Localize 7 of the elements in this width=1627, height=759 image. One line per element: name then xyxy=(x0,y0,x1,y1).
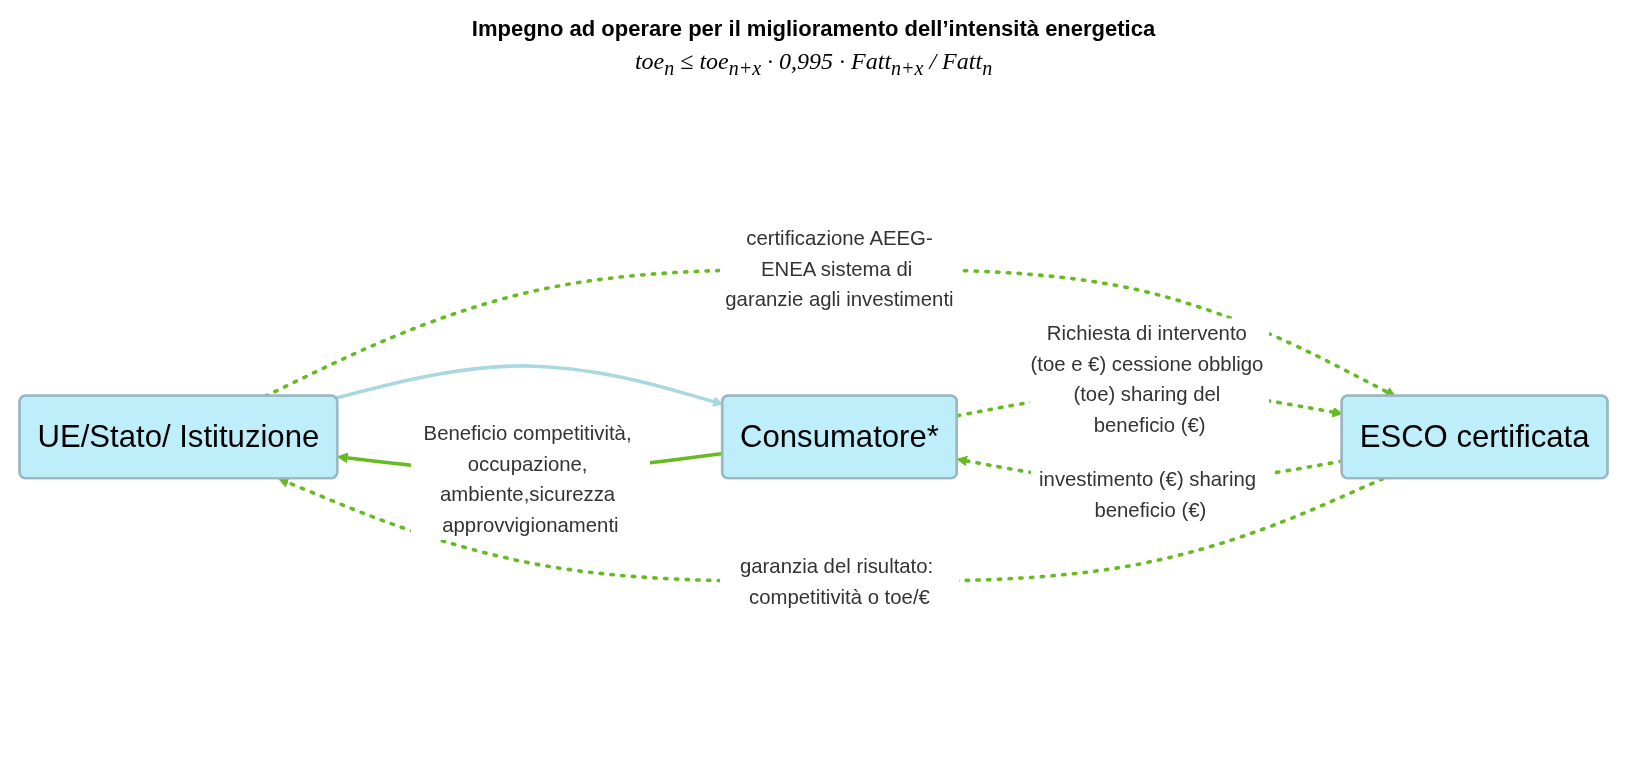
formula-label: toe$_{n}$ ≤ toe$_{n+x}$ · 0,995 · Fatt$_{n+x}$ / Fatt$_{n}$ xyxy=(634,48,993,80)
edge-label: Beneficio competitività, occupazione, ambiente,sicurezza approvvigionamenti xyxy=(423,421,632,536)
edge-label: investimento (€) sharing beneficio (€) xyxy=(1039,467,1257,521)
edge-label: Richiesta di intervento (toe e €) cessione obbligo (toe) sharing del beneficio (€) xyxy=(1030,321,1264,436)
edge-label: garanzia del risultato: competitività o toe/€ xyxy=(739,554,934,608)
diagram-title: Impegno ad operare per il miglioramento dell’intensità energetica xyxy=(471,16,1156,42)
edge-label: certificazione AEEG-ENEA sistema di garanzie agli investimenti xyxy=(725,226,954,311)
